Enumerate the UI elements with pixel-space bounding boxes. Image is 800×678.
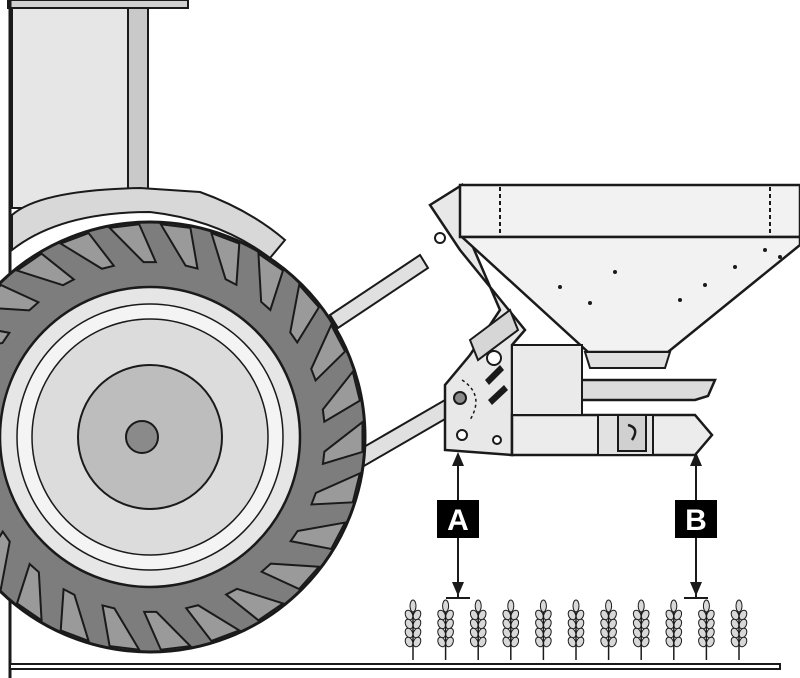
tire-tread-lug <box>289 282 321 345</box>
tire-tread-lug <box>257 251 285 312</box>
wheat-stalk-icon <box>535 599 552 660</box>
tire-tread-lug <box>310 322 347 383</box>
tire-tread-lug <box>15 562 43 623</box>
crop-row <box>404 599 748 660</box>
wheat-stalk-icon <box>567 599 585 660</box>
tractor-wheel-icon <box>0 220 367 654</box>
tractor-cab <box>7 0 189 678</box>
wheat-stalk-icon <box>698 599 715 660</box>
tire-tread-lug <box>59 587 91 643</box>
tire-tread-lug <box>58 231 116 270</box>
tire-tread-lug <box>288 521 347 551</box>
label-b: B <box>685 504 707 537</box>
ground-line <box>9 663 781 670</box>
tire-tread-lug <box>209 231 241 287</box>
measurement-a: A <box>437 452 479 599</box>
label-a: A <box>447 504 469 537</box>
wheat-stalk-icon <box>600 599 617 660</box>
tire-tread-lug <box>321 369 362 424</box>
tire-tread-lug <box>107 223 158 264</box>
wheat-stalk-icon <box>502 599 520 660</box>
measurement-b: B <box>675 452 717 599</box>
tire-tread-lug <box>224 587 286 622</box>
wheat-stalk-icon <box>665 599 683 660</box>
wheat-stalk-icon <box>404 599 422 660</box>
tire-tread-lug <box>184 604 242 643</box>
tire-tread-lug <box>158 223 199 270</box>
wheat-stalk-icon <box>632 599 650 660</box>
tire-tread-lug <box>101 604 142 651</box>
tire-tread-lug <box>0 529 11 592</box>
wheat-stalk-icon <box>730 599 748 660</box>
tire-tread-lug <box>310 471 362 506</box>
wheat-stalk-icon <box>469 599 487 660</box>
linkage-arms <box>328 232 454 472</box>
fertilizer-spreader-icon <box>428 182 800 457</box>
label-a-box <box>437 500 479 538</box>
tire-tread-lug <box>259 562 322 591</box>
tire-tread-lug <box>0 283 41 312</box>
tire-tread-lug <box>321 420 364 466</box>
label-b-box <box>675 500 717 538</box>
tire-tread-lug <box>142 610 193 651</box>
tire-tread-lug <box>14 252 76 287</box>
wheat-stalk-icon <box>437 599 454 660</box>
tire-tread-lug <box>0 330 12 345</box>
